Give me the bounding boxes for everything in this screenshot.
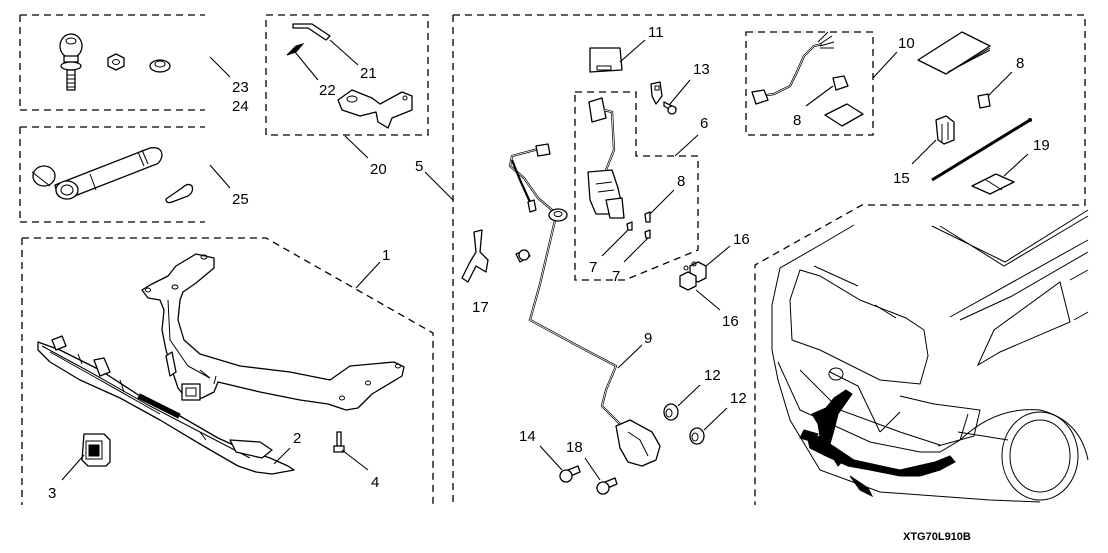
key-part[interactable] (165, 183, 194, 204)
hitch-pin-part[interactable] (292, 23, 331, 41)
callout-24[interactable]: 24 (232, 98, 249, 115)
callout-8a[interactable]: 8 (677, 173, 685, 190)
fuse-holder-part[interactable] (832, 75, 849, 91)
callout-4[interactable]: 4 (371, 474, 379, 491)
drawing-code: XTG70L910B (903, 531, 971, 543)
callout-3[interactable]: 3 (48, 485, 56, 502)
callout-17[interactable]: 17 (472, 299, 489, 316)
callout-8b[interactable]: 8 (793, 112, 801, 129)
callout-5[interactable]: 5 (415, 158, 423, 175)
main-harness-part[interactable] (508, 143, 661, 467)
screw-part[interactable] (515, 249, 531, 263)
callout-12b[interactable]: 12 (730, 390, 747, 407)
group-hitch-assembly: 1 2 (21, 237, 434, 505)
terminal-7a-part[interactable] (626, 221, 633, 231)
bumper-trim-part[interactable] (37, 335, 295, 475)
callout-9[interactable]: 9 (644, 330, 652, 347)
callout-6[interactable]: 6 (700, 115, 708, 132)
callout-7b[interactable]: 7 (612, 268, 620, 285)
callout-10[interactable]: 10 (898, 35, 915, 52)
callout-1[interactable]: 1 (382, 247, 390, 264)
hex-nut-part[interactable] (107, 53, 125, 71)
callout-25[interactable]: 25 (232, 191, 249, 208)
flange-nut-12a-part[interactable] (663, 403, 679, 421)
receiver-hitch-part[interactable] (141, 253, 405, 411)
bracket-part[interactable] (650, 81, 663, 105)
callout-8c[interactable]: 8 (1016, 55, 1024, 72)
callout-16a[interactable]: 16 (733, 231, 750, 248)
bolt-14-part[interactable] (559, 465, 581, 483)
callout-21[interactable]: 21 (360, 65, 377, 82)
vehicle-rear-illustration (771, 209, 1089, 503)
terminal-8-part[interactable] (644, 211, 651, 223)
bolt-part[interactable] (333, 431, 345, 453)
callout-2[interactable]: 2 (293, 430, 301, 447)
clip-part[interactable] (286, 43, 305, 56)
label-sheet-part[interactable] (824, 103, 864, 127)
sub-harness-part[interactable] (587, 97, 625, 219)
callout-23[interactable]: 23 (232, 79, 249, 96)
flange-nut-12b-part[interactable] (689, 427, 705, 445)
callout-15[interactable]: 15 (893, 170, 910, 187)
relay-part[interactable] (679, 261, 707, 291)
group-hitch-ball-kit: 23 24 (19, 14, 249, 115)
control-module-part[interactable] (589, 47, 623, 73)
grommet-part[interactable] (935, 115, 955, 145)
callout-13[interactable]: 13 (693, 61, 710, 78)
instruction-manual-part[interactable] (917, 31, 991, 75)
terminal-7b-part[interactable] (644, 229, 651, 239)
callout-11[interactable]: 11 (648, 24, 664, 41)
ball-mount-bar-part[interactable] (337, 89, 413, 129)
adapter-harness-part[interactable] (751, 31, 835, 105)
group-ball-mount: 21 22 20 (265, 14, 429, 178)
cable-tie-part[interactable] (931, 118, 1032, 182)
group-hitch-lock: 25 (19, 126, 249, 223)
callout-22[interactable]: 22 (319, 82, 336, 99)
callout-19[interactable]: 19 (1033, 137, 1050, 154)
callout-12a[interactable]: 12 (704, 367, 721, 384)
group-wiring-kit: 5 11 13 6 (415, 14, 1086, 505)
receiver-cover-part[interactable] (81, 433, 111, 467)
mounting-bracket-part[interactable] (461, 229, 489, 283)
callout-14[interactable]: 14 (519, 428, 536, 445)
callout-18[interactable]: 18 (566, 439, 583, 456)
callout-16b[interactable]: 16 (722, 313, 739, 330)
bolt-18-part[interactable] (596, 477, 618, 495)
adhesive-pad-part[interactable] (971, 173, 1015, 195)
callout-20[interactable]: 20 (370, 161, 387, 178)
washer-part[interactable] (149, 59, 171, 73)
fuse-part[interactable] (977, 93, 991, 109)
harness-installed-highlight (807, 389, 956, 477)
screw-13-part[interactable] (663, 101, 677, 115)
callout-7a[interactable]: 7 (589, 259, 597, 276)
hitch-ball-part[interactable] (59, 33, 83, 91)
lock-pin-part[interactable] (31, 147, 163, 200)
